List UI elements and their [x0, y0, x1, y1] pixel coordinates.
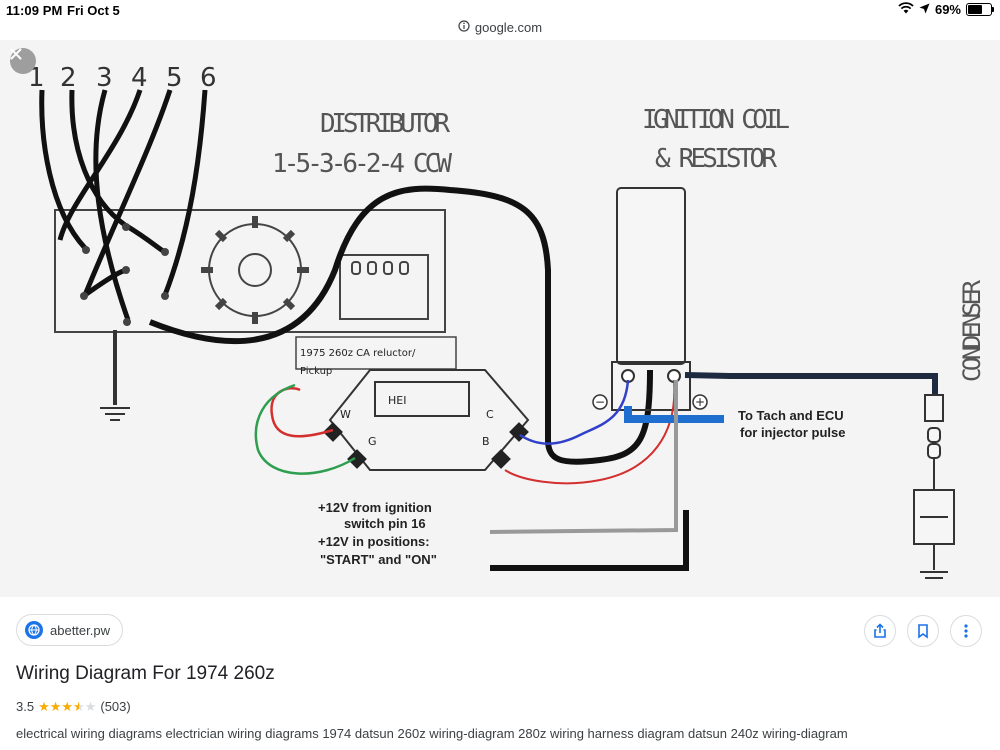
save-button[interactable] — [907, 615, 939, 647]
rating-value: 3.5 — [16, 699, 35, 714]
result-title[interactable]: Wiring Diagram For 1974 260z — [16, 663, 275, 684]
distributor-rotor — [201, 216, 309, 324]
coil-label: IGNITION COIL — [642, 105, 790, 135]
condenser-label: CONDENSER — [958, 279, 986, 382]
spark-plug-wires — [39, 89, 208, 321]
status-time: 11:09 PM — [6, 3, 63, 18]
star-rating: ★★★★★ — [38, 700, 96, 713]
distributor-body — [54, 209, 446, 333]
injector-note: for injector pulse — [740, 425, 845, 440]
status-date: Fri Oct 5 — [67, 3, 120, 18]
power-note: +12V from ignition switch pin 16 +12V in… — [318, 500, 437, 567]
tach-note: To Tach and ECU — [738, 408, 844, 423]
share-icon — [874, 623, 886, 638]
source-link[interactable]: abetter.pw — [16, 614, 123, 646]
status-indicators: 69% — [898, 2, 994, 17]
site-info-icon[interactable] — [458, 19, 470, 35]
wire-number: 5 — [166, 63, 183, 93]
star-icon: ★ — [73, 699, 85, 714]
star-icon: ★ — [61, 699, 74, 714]
coil-plus: + — [695, 395, 705, 409]
wire-number: 2 — [60, 63, 77, 93]
hei-label: HEI — [388, 394, 406, 407]
close-button[interactable] — [10, 48, 36, 74]
url-bar[interactable]: google.com — [0, 16, 1000, 38]
star-icon: ★ — [38, 699, 50, 714]
battery-percent: 69% — [934, 2, 961, 17]
coil-minus: − — [595, 395, 605, 409]
url-text[interactable]: google.com — [474, 19, 543, 35]
coil-lead — [148, 185, 653, 465]
firing-order-label: 1-5-3-6-2-4 CCW — [272, 149, 452, 179]
wire-number: 1 — [28, 63, 45, 93]
globe-icon — [25, 621, 43, 639]
resistor-label: & RESISTOR — [655, 144, 777, 174]
more-vert-icon — [964, 624, 968, 638]
location-arrow-icon — [919, 2, 930, 17]
star-icon: ★ — [84, 699, 97, 714]
wiring-diagram: 1 2 3 4 5 6 DISTRIBUTOR 1-5-3-6-2-4 CCW … — [28, 63, 986, 579]
distributor-label: DISTRIBUTOR — [320, 109, 450, 139]
wifi-icon — [898, 2, 914, 17]
power-note-line: +12V in positions: — [318, 534, 430, 549]
wire-numbers: 1 2 3 4 5 6 — [28, 63, 217, 93]
wire-number: 6 — [200, 63, 217, 93]
wire-number: 4 — [131, 63, 148, 93]
ignition-coil — [616, 187, 686, 365]
close-icon — [10, 48, 22, 60]
terminal-w: W — [340, 408, 351, 421]
wire-number: 3 — [96, 63, 113, 93]
hei-module — [328, 369, 530, 471]
battery-icon — [966, 3, 994, 16]
condenser — [913, 394, 955, 579]
pickup-label: Pickup — [300, 366, 332, 377]
terminal-b: B — [482, 435, 490, 448]
star-icon: ★ — [49, 699, 62, 714]
rating-row: 3.5 ★★★★★ (503) — [16, 699, 131, 714]
reluctor-label: 1975 260z CA reluctor/ — [300, 348, 416, 359]
source-domain[interactable]: abetter.pw — [50, 622, 110, 638]
bookmark-icon — [918, 624, 928, 639]
status-bar: 11:09 PM Fri Oct 5 69% — [0, 0, 1000, 22]
review-count: (503) — [100, 699, 131, 714]
result-description: electrical wiring diagrams electrician w… — [16, 726, 848, 741]
power-note-line: switch pin 16 — [344, 516, 426, 531]
more-options-button[interactable] — [950, 615, 982, 647]
terminal-c: C — [486, 408, 494, 421]
distributor-connector — [339, 254, 429, 320]
power-note-line: +12V from ignition — [318, 500, 432, 515]
image-preview[interactable]: 1 2 3 4 5 6 DISTRIBUTOR 1-5-3-6-2-4 CCW … — [0, 40, 1000, 597]
terminal-g: G — [368, 435, 377, 448]
result-info-panel: abetter.pw Wiring Diagram For 1974 260z … — [0, 597, 1000, 750]
power-note-line: "START" and "ON" — [320, 552, 437, 567]
share-button[interactable] — [864, 615, 896, 647]
